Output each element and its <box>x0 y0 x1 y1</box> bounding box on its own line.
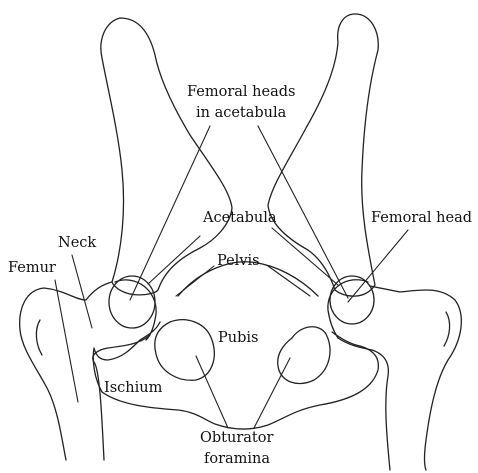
left-femur-outline <box>20 282 150 460</box>
leader-pelvis-left <box>176 266 214 296</box>
label-acetabula: Acetabula <box>202 210 277 226</box>
left-obturator-foramen <box>155 320 215 381</box>
label-femoral-heads-line2: in acetabula <box>196 105 287 121</box>
label-obturator-line2: foramina <box>204 451 270 467</box>
leader-neck <box>72 255 92 328</box>
right-femur-outline <box>338 286 461 470</box>
right-femur-inner <box>444 312 450 346</box>
right-obturator-foramen <box>278 327 330 384</box>
label-obturator-line1: Obturator <box>200 430 273 446</box>
label-femoral-heads-line1: Femoral heads <box>187 84 295 100</box>
left-ilium-outline <box>101 18 232 295</box>
leader-pelvis-right <box>268 266 310 296</box>
label-pelvis: Pelvis <box>217 253 260 269</box>
label-ischium: Ischium <box>104 380 163 396</box>
leader-femur <box>55 280 78 402</box>
label-femoral-head: Femoral head <box>371 210 472 226</box>
label-pubis: Pubis <box>218 330 258 346</box>
label-femur: Femur <box>8 260 56 276</box>
left-femur-inner <box>36 320 42 355</box>
leader-femoral-heads-left <box>130 126 210 300</box>
right-ilium-outline <box>268 14 378 296</box>
label-neck: Neck <box>58 235 96 251</box>
